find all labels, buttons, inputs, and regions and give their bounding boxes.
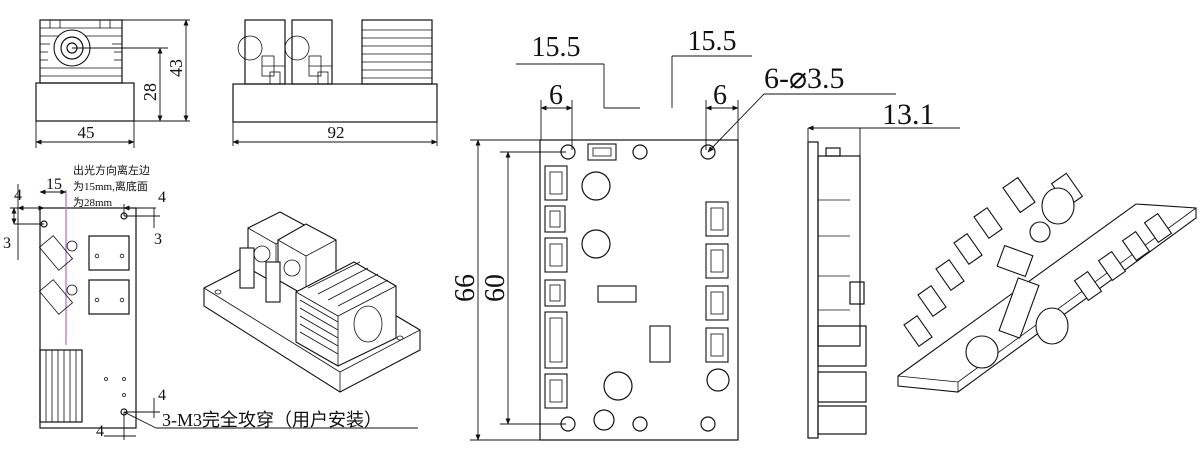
laser-front-view: 28 43 45 [35,19,190,148]
board-dim-15-5-left: 15.5 [532,32,581,63]
driver-board-isometric-view [897,172,1197,393]
front-beam-height: 28 [140,83,160,101]
front-width: 45 [78,123,95,142]
top-mount-note: 3-M3完全攻穿（用户安装） [162,410,382,430]
top-dim-4-bottom-right: 4 [158,387,166,404]
laser-top-view: 15 出光方向离左边 为15mm,离底面 为28mm 4 3 4 3 4 4 3… [3,163,418,440]
driver-board-side-view: 13.1 [807,98,960,439]
board-height-inner: 60 [480,274,511,302]
driver-board-top-view: 6 6 15.5 15.5 6-⌀3.5 66 60 [450,26,896,441]
laser-side-view: 92 [232,19,438,146]
top-dim-3-left: 3 [3,235,11,252]
front-total-height: 43 [166,59,186,77]
board-dim-6-right: 6 [713,80,727,111]
top-dim-4-bottom-left: 4 [96,423,104,440]
laser-isometric-view [203,211,421,393]
top-note-line1: 出光方向离左边 [73,163,150,177]
top-note-line3: 为28mm [73,196,113,209]
board-dim-15-5-right: 15.5 [688,26,737,57]
top-dim-3-right: 3 [154,231,162,248]
board-height-outer: 66 [450,274,481,302]
board-holes: 6-⌀3.5 [764,62,845,95]
board-thickness: 13.1 [882,98,935,131]
side-length: 92 [328,123,345,142]
top-dim-15: 15 [46,176,62,193]
top-note-line2: 为15mm,离底面 [73,179,148,193]
top-dim-4-right: 4 [158,189,166,206]
top-dim-4-left: 4 [14,187,22,204]
board-dim-6-left: 6 [549,80,563,111]
